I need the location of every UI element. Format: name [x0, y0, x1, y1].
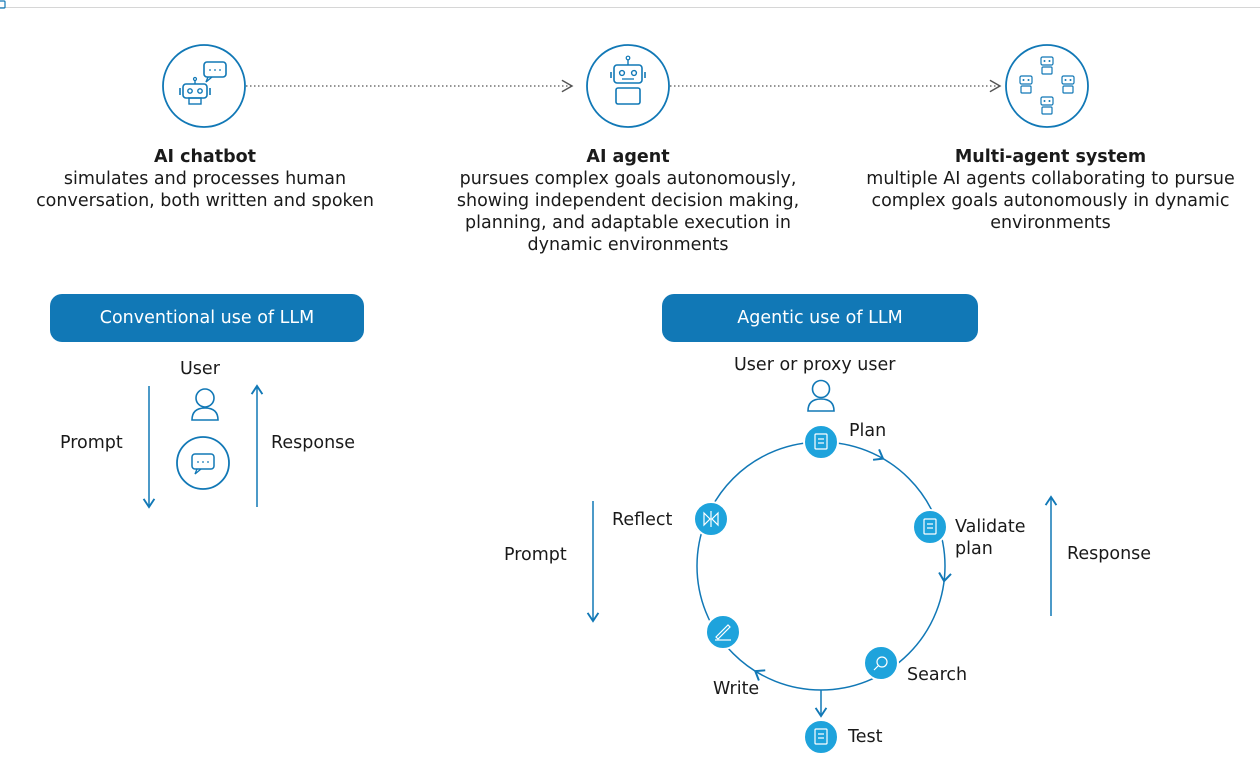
agentic-user-icon — [807, 379, 835, 412]
plan-icon — [814, 433, 828, 450]
step-node-search — [863, 645, 899, 681]
chatbot-caption: AI chatbot simulates and processes human… — [30, 146, 380, 212]
step-node-reflect — [693, 501, 729, 537]
conventional-heading: Conventional use of LLM — [50, 294, 364, 342]
agentic-response-label: Response — [1067, 544, 1152, 564]
agent-title: AI agent — [586, 147, 670, 167]
step-node-plan — [803, 424, 839, 460]
chatbot-icon — [162, 44, 246, 128]
multi-agent-description: multiple AI agents collaborating to purs… — [866, 169, 1235, 233]
cycle-ring — [696, 441, 946, 691]
validate-plan-icon — [923, 518, 937, 535]
reflect-icon — [703, 511, 719, 527]
agent-description: pursues complex goals autonomously, show… — [456, 169, 800, 255]
conventional-user-label: User — [180, 359, 220, 379]
robot-icon — [586, 44, 670, 128]
write-icon — [715, 624, 731, 641]
agentic-cycle — [693, 424, 952, 755]
step-label-validate-plan: Validate plan — [955, 517, 1026, 559]
step-label-plan: Plan — [849, 421, 887, 441]
step-node-write — [705, 614, 741, 650]
multi-robot-icon — [0, 0, 1089, 128]
test-icon — [814, 728, 828, 745]
agent-caption: AI agent pursues complex goals autonomou… — [433, 146, 823, 256]
cycle-direction-arrow — [938, 571, 952, 583]
conventional-response-label: Response — [271, 433, 356, 453]
llm-chat-icon — [176, 436, 230, 490]
chatbot-description: simulates and processes human conversati… — [36, 169, 374, 211]
multi-agent-caption: Multi-agent system multiple AI agents co… — [858, 146, 1243, 234]
agentic-heading: Agentic use of LLM — [662, 294, 978, 342]
step-node-test — [803, 719, 839, 755]
agentic-user-label: User or proxy user — [734, 355, 896, 375]
step-label-write: Write — [713, 679, 760, 699]
conventional-prompt-label: Prompt — [60, 433, 123, 453]
step-label-reflect: Reflect — [612, 510, 673, 530]
conventional-user-icon — [191, 388, 219, 421]
agentic-prompt-label: Prompt — [504, 545, 567, 565]
step-label-test: Test — [848, 727, 883, 747]
multi-agent-title: Multi-agent system — [954, 147, 1147, 167]
top-divider — [0, 7, 1260, 8]
cycle-direction-arrow — [872, 449, 885, 461]
cycle-direction-arrow — [753, 669, 766, 681]
step-node-validate-plan — [912, 509, 948, 545]
step-label-search: Search — [907, 665, 968, 685]
search-icon — [873, 656, 888, 671]
chatbot-title: AI chatbot — [153, 147, 257, 167]
